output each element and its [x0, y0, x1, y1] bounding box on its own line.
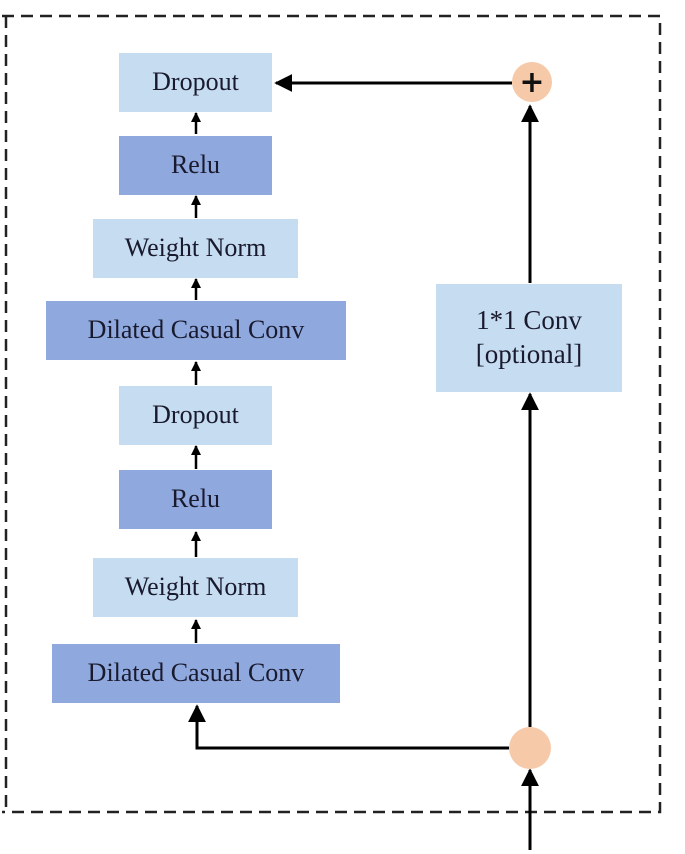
- relu-top-label: Relu: [170, 150, 221, 180]
- add-node: [512, 62, 552, 102]
- add-symbol: +: [519, 64, 545, 100]
- residual-conv-label-line1: 1*1 Conv: [476, 305, 582, 336]
- residual-conv-block: 1*1 Conv [optional]: [436, 284, 622, 392]
- dilated-conv-bottom-block: Dilated Casual Conv: [52, 644, 340, 703]
- dropout-top-label: Dropout: [152, 67, 239, 97]
- weight-norm-top-block: Weight Norm: [93, 219, 298, 278]
- dropout-bottom-block: Dropout: [119, 386, 272, 445]
- weight-norm-bottom-block: Weight Norm: [93, 558, 298, 617]
- block-boundary-dashed: [2, 14, 662, 814]
- main-path-connector: [188, 704, 509, 750]
- residual-conv-label-line2: [optional]: [475, 339, 583, 369]
- dilated-conv-bottom-label: Dilated Casual Conv: [87, 658, 305, 688]
- weight-norm-bottom-label: Weight Norm: [124, 572, 267, 602]
- relu-bottom-label: Relu: [170, 484, 221, 514]
- split-node: [509, 727, 551, 769]
- weight-norm-top-label: Weight Norm: [124, 233, 267, 263]
- dropout-bottom-label: Dropout: [152, 400, 239, 430]
- dilated-conv-top-label: Dilated Casual Conv: [87, 315, 305, 345]
- dropout-top-block: Dropout: [119, 53, 272, 112]
- dilated-conv-top-block: Dilated Casual Conv: [46, 301, 346, 360]
- relu-top-block: Relu: [119, 136, 272, 195]
- relu-bottom-block: Relu: [119, 470, 272, 529]
